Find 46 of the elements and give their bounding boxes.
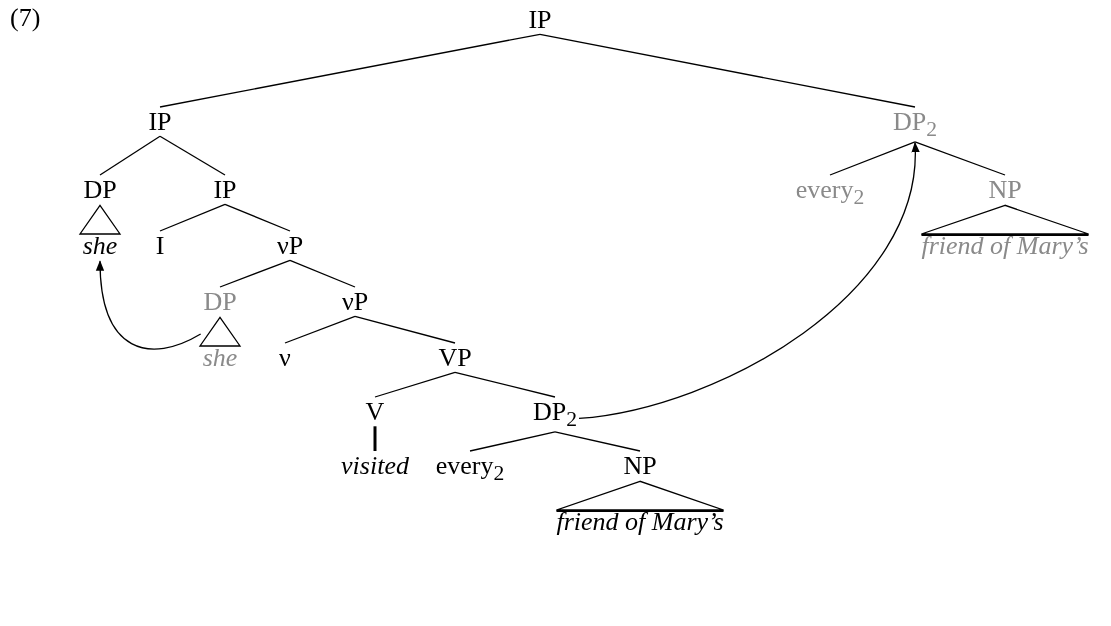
category-label: ν [279, 344, 291, 372]
category-label: I [155, 232, 165, 260]
phrase-label: DP [83, 176, 117, 204]
tree-branch [374, 371, 456, 398]
phrase-text: friend of Mary’s [921, 232, 1089, 260]
tree-branch [554, 431, 641, 452]
phrase-label: IP [213, 176, 237, 204]
tree-branch [829, 141, 916, 176]
phrase-label: NP [623, 452, 657, 480]
determiner-text: every$_{2}$ [795, 176, 865, 209]
movement-arrow [578, 141, 919, 420]
abbreviation-triangle [198, 316, 242, 347]
tree-branch [159, 135, 226, 176]
tree-branch [284, 315, 356, 344]
category-label: V [365, 398, 385, 426]
tree-branch [289, 259, 356, 288]
abbreviation-triangle [555, 480, 725, 511]
pronoun-text: she [202, 344, 238, 372]
tree-branch [914, 141, 1006, 176]
example-number: (7) [10, 4, 41, 32]
tree-branch [159, 203, 226, 232]
tree-branch [219, 259, 291, 288]
movement-arrow [96, 260, 202, 350]
phrase-label: νP [341, 288, 369, 316]
phrase-label: NP [988, 176, 1022, 204]
phrase-label: νP [276, 232, 304, 260]
abbreviation-triangle [920, 204, 1090, 235]
tree-branch [469, 431, 556, 452]
verb-text: visited [341, 452, 409, 480]
tree-branch [373, 426, 377, 451]
tree-branch [99, 135, 161, 176]
tree-branch [159, 33, 541, 108]
tree-branch [539, 33, 916, 108]
phrase-label: DP [203, 288, 237, 316]
phrase-label: IP [148, 108, 172, 136]
determiner-text: every$_{2}$ [435, 452, 505, 485]
phrase-label: VP [438, 344, 472, 372]
tree-branch [454, 371, 556, 398]
abbreviation-triangle [78, 204, 122, 235]
tree-branch [224, 203, 291, 232]
tree-branch [354, 315, 456, 344]
phrase-label: IP [528, 6, 552, 34]
pronoun-text: she [82, 232, 118, 260]
phrase-text: friend of Mary’s [556, 508, 724, 536]
phrase-label: DP$_{2}$ [892, 108, 938, 141]
phrase-label: DP$_{2}$ [532, 398, 578, 431]
